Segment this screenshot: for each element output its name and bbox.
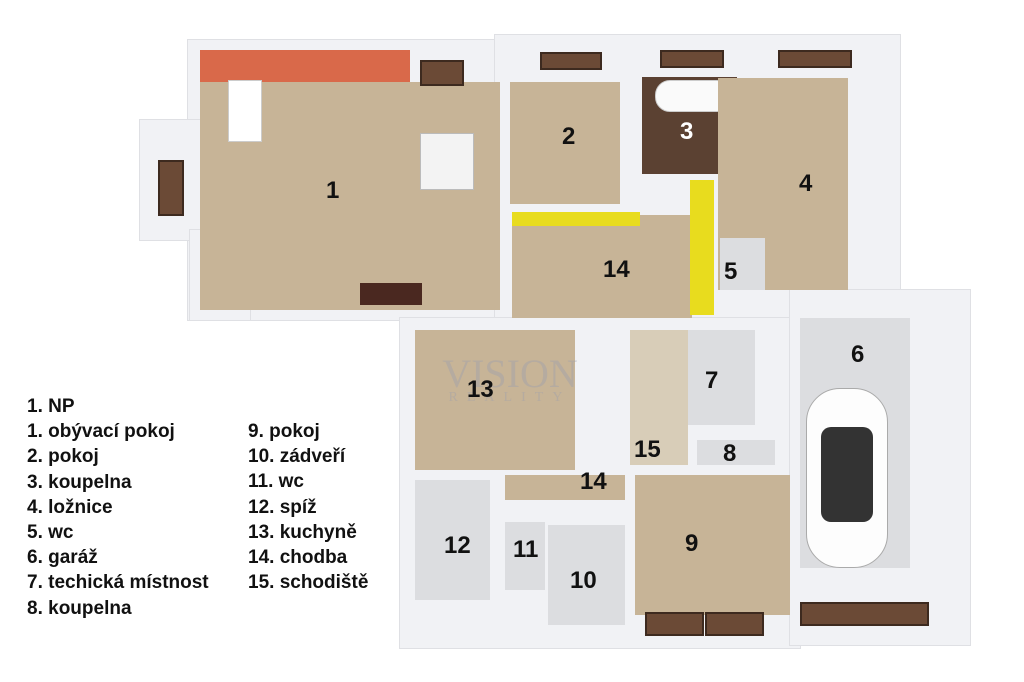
room-label: 14 (580, 468, 607, 495)
room-14-hall-lower (505, 475, 625, 500)
garage-door (800, 602, 929, 626)
legend-col1: 1. NP 1. obývací pokoj 2. pokoj 3. koupe… (27, 394, 209, 621)
room-label: 5 (724, 258, 738, 285)
sofa (228, 80, 262, 142)
legend-item: 15. schodiště (248, 572, 369, 594)
window (660, 50, 724, 68)
room-label: 10 (570, 567, 597, 594)
legend-item: 2. pokoj (27, 446, 99, 468)
legend-item: 8. koupelna (27, 597, 132, 619)
room-label: 15 (634, 436, 661, 463)
legend-item: 7. techická místnost (27, 572, 209, 594)
window (705, 612, 764, 636)
room-12-pantry (415, 480, 490, 600)
room-label: 8 (723, 440, 737, 467)
room-label: 12 (444, 532, 471, 559)
room-5-wc (720, 238, 765, 290)
room-label: 1 (326, 177, 340, 204)
accent-wall (200, 50, 410, 85)
room-label: 14 (603, 256, 630, 283)
room-10-entry (548, 525, 625, 625)
legend-item: 13. kuchyně (248, 521, 357, 543)
watermark: REALITY (448, 390, 572, 405)
yellow-wall (512, 212, 640, 226)
room-label: 3 (680, 118, 694, 145)
legend-item: 6. garáž (27, 547, 98, 569)
legend-item: 10. zádveří (248, 446, 346, 468)
room-2 (510, 82, 620, 204)
window (420, 60, 464, 86)
piano (360, 283, 422, 305)
room-15-stairs (630, 330, 688, 465)
window (540, 52, 602, 70)
legend-item: 11. wc (248, 471, 304, 493)
room-label: 13 (467, 376, 494, 403)
legend-item: 3. koupelna (27, 471, 132, 493)
room-label: 6 (851, 341, 865, 368)
room-13-kitchen (415, 330, 575, 470)
legend-title: 1. NP (27, 396, 75, 417)
legend-item: 4. ložnice (27, 496, 113, 518)
yellow-wall (690, 180, 714, 315)
legend-col2: 9. pokoj 10. zádveří 11. wc 12. spíž 13.… (248, 419, 368, 595)
legend-item: 5. wc (27, 522, 74, 544)
room-14-hall-upper (512, 215, 692, 318)
room-8-bathroom (697, 440, 775, 465)
window (778, 50, 852, 68)
car-roof (821, 427, 873, 522)
legend-item: 12. spíž (248, 496, 317, 518)
room-label: 7 (705, 367, 719, 394)
legend-item: 14. chodba (248, 547, 348, 569)
room-label: 4 (799, 170, 813, 197)
legend-item: 1. obývací pokoj (27, 421, 175, 443)
room-label: 11 (513, 536, 539, 563)
watermark: VISION (442, 351, 578, 396)
dining-table (420, 133, 474, 190)
room-label: 9 (685, 530, 699, 557)
room-label: 2 (562, 123, 576, 150)
window (645, 612, 704, 636)
window (158, 160, 184, 216)
car (806, 388, 888, 568)
legend-item: 9. pokoj (248, 421, 320, 442)
room-9 (635, 475, 790, 615)
room-11-wc (505, 522, 545, 590)
